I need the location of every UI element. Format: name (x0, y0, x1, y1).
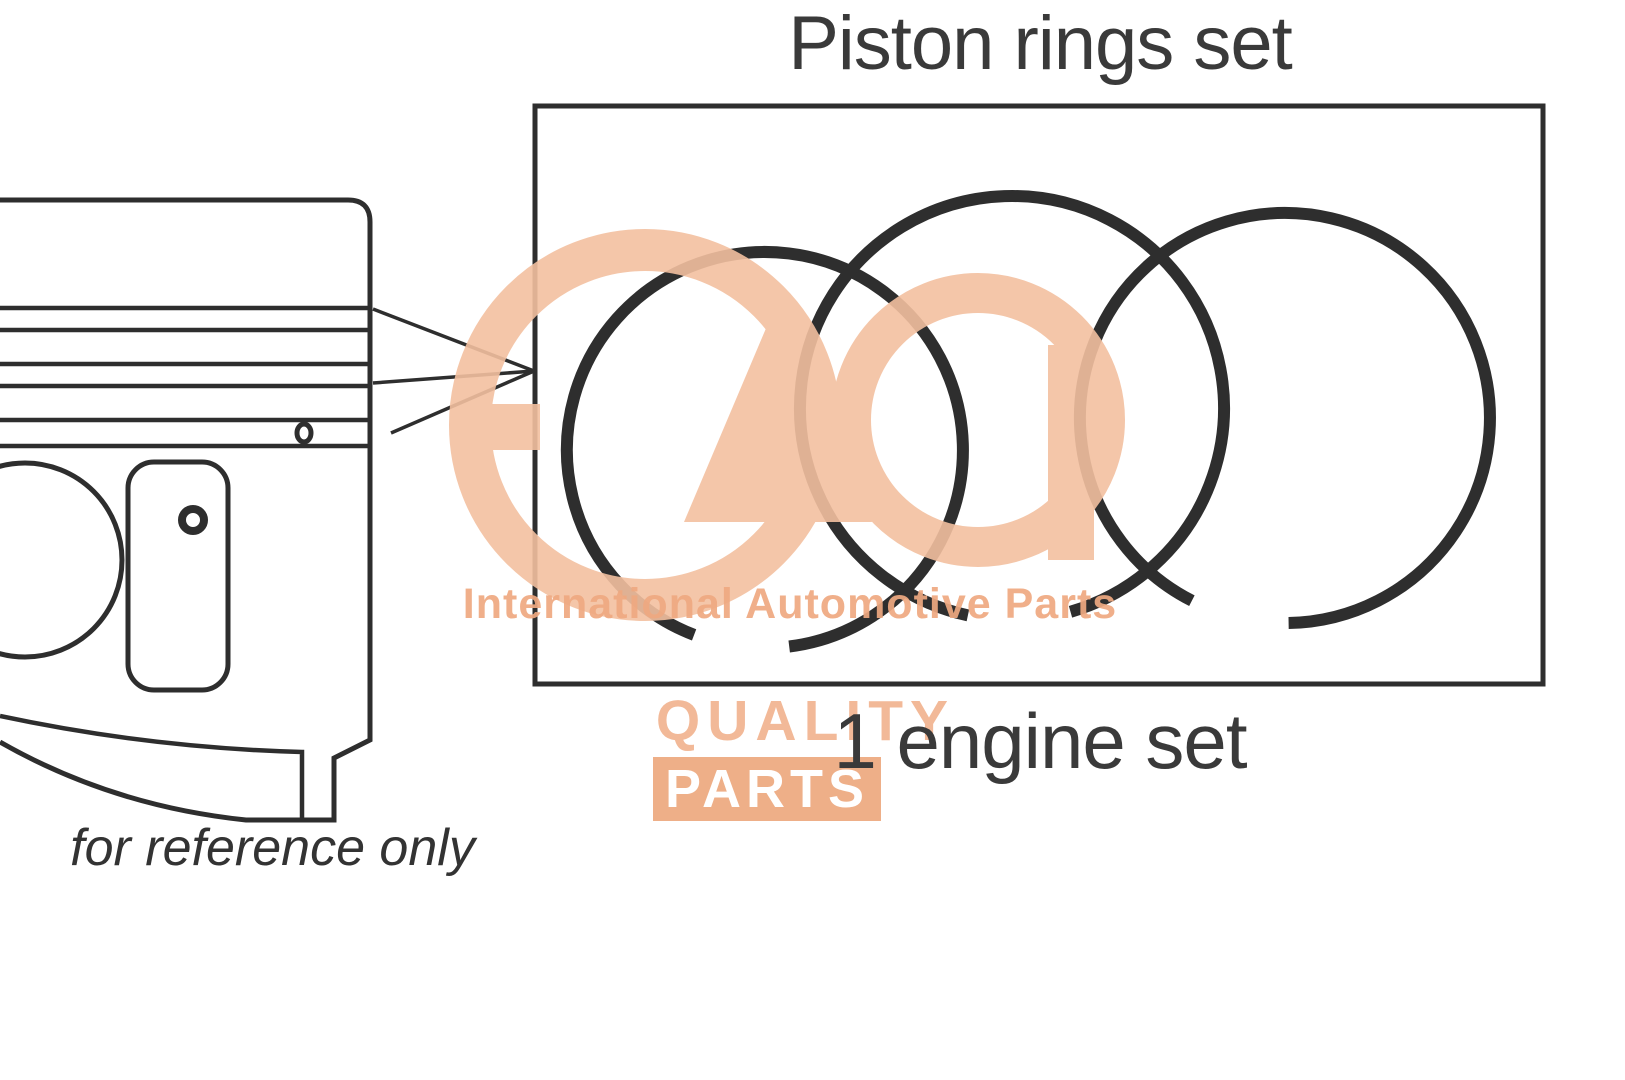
pointer-lines (372, 307, 535, 435)
piston-skirt-slot (0, 713, 305, 820)
pointer-line-top (372, 307, 535, 373)
reference-note: for reference only (70, 819, 475, 877)
boss-hole (178, 505, 208, 535)
piston-outline (0, 197, 373, 823)
oil-drain-hole (294, 421, 314, 445)
ring-groove-lines (0, 305, 370, 449)
piston-drawing (0, 197, 373, 823)
pin-bore (0, 460, 125, 660)
diagram-title: Piston rings set (788, 1, 1293, 86)
piston-ring-3 (1073, 207, 1496, 629)
pin-boss (125, 459, 231, 693)
piston-rings (560, 190, 1496, 653)
engine-set-caption: 1 engine set (833, 697, 1247, 785)
